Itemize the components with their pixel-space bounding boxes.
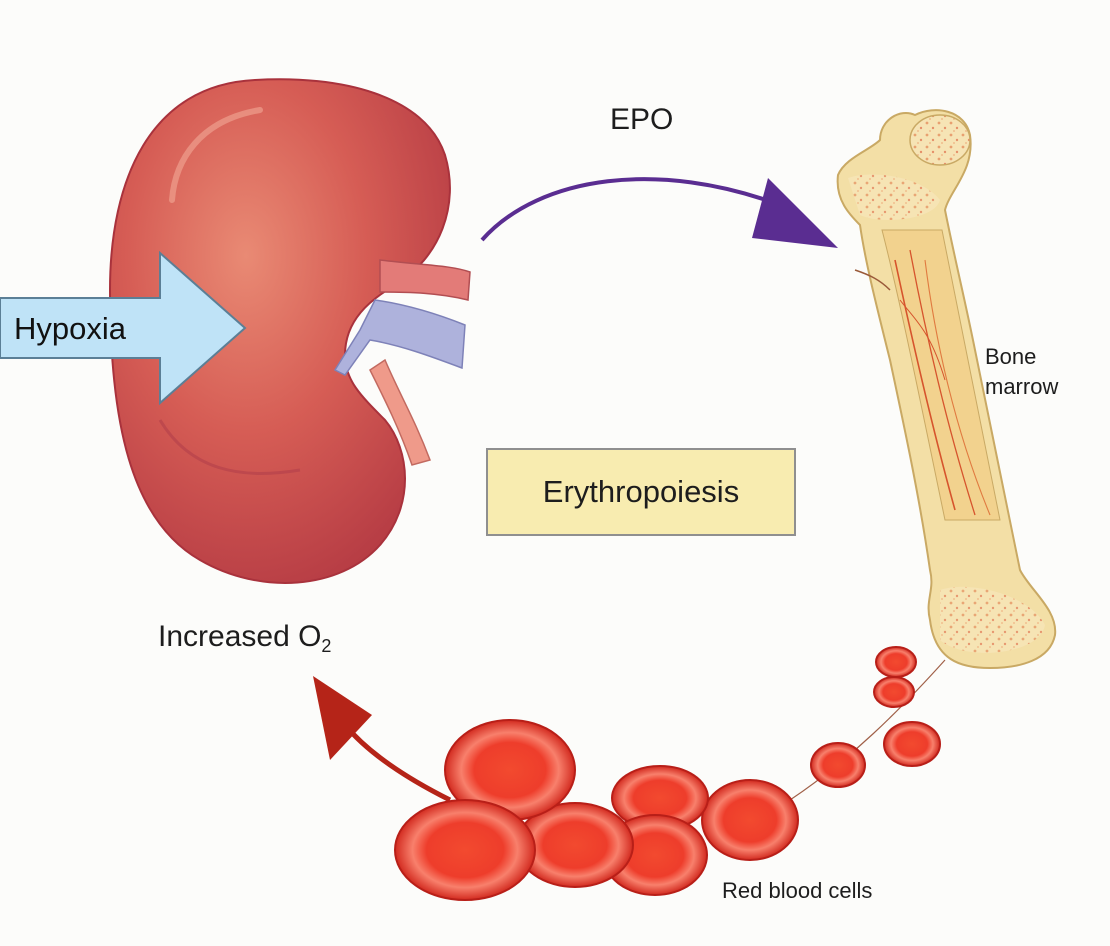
erythropoiesis-box: Erythropoiesis <box>486 448 796 536</box>
bone-marrow-label-line1: Bone <box>985 344 1037 369</box>
renal-vessels <box>333 259 471 466</box>
bone-marrow-label-line2: marrow <box>985 374 1059 399</box>
femur-bone <box>836 109 1057 670</box>
increased-o2-label: Increased O2 <box>158 620 331 657</box>
red-blood-cells <box>394 646 941 901</box>
bone-marrow-label: Bone marrow <box>985 342 1095 402</box>
epo-arrow <box>480 177 838 248</box>
kidney <box>108 78 451 584</box>
o2-subscript: 2 <box>321 636 332 656</box>
epo-label: EPO <box>610 103 674 136</box>
increased-o2-arrow <box>313 676 452 803</box>
hypoxia-arrow <box>0 250 247 406</box>
red-blood-cells-label: Red blood cells <box>722 878 873 903</box>
cell-connector-line <box>789 659 946 801</box>
erythropoiesis-label: Erythropoiesis <box>542 474 740 509</box>
hypoxia-label: Hypoxia <box>14 311 126 346</box>
increased-o2-text: Increased O <box>158 620 322 653</box>
